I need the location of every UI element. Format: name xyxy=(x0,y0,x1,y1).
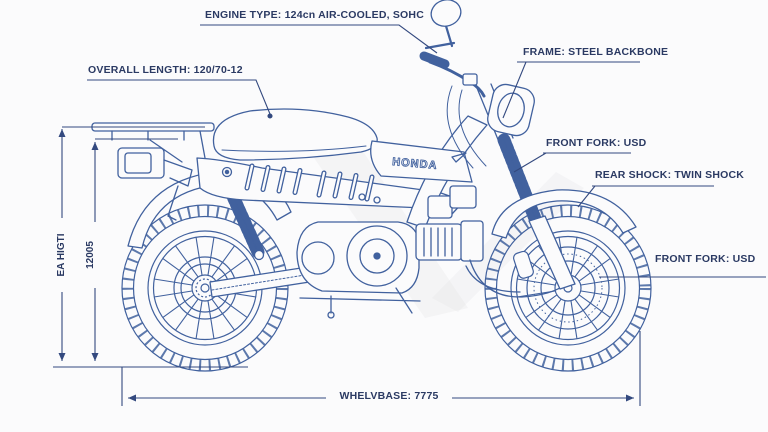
leader-overall-length xyxy=(87,79,271,115)
callout-engine-type: ENGINE TYPE: 124cn AIR-COOLED, SOHC xyxy=(205,9,424,21)
leader-engine-type xyxy=(200,24,438,54)
annotation-lines xyxy=(53,24,766,406)
dim-height-inner xyxy=(91,138,178,361)
brake-caliper xyxy=(513,250,534,279)
callout-front-fork-upper: FRONT FORK: USD xyxy=(546,137,647,149)
dim-wheelbase xyxy=(121,331,641,406)
seat xyxy=(212,108,378,161)
taillight xyxy=(117,147,193,221)
callout-frame: FRAME: STEEL BACKBONE xyxy=(523,46,669,58)
frame-side-panel xyxy=(196,157,465,215)
dim-label-height-outer: EA HIGTI xyxy=(56,233,67,277)
callout-front-fork-lower: FRONT FORK: USD xyxy=(655,253,756,265)
mirror-stalk xyxy=(444,24,454,48)
engine xyxy=(296,185,567,319)
exhaust-pipe xyxy=(469,259,567,298)
handlebar xyxy=(419,0,486,98)
brand-logo: HONDA xyxy=(392,156,438,172)
front-fender xyxy=(491,189,637,239)
front-wheel xyxy=(485,205,651,371)
dim-label-height-inner: 12005 xyxy=(85,241,96,269)
dim-height-outer xyxy=(58,126,205,361)
dim-label-wheelbase: WHELVBASE: 7775 xyxy=(339,390,439,402)
callout-overall-length: OVERALL LENGTH: 120/70-12 xyxy=(88,64,243,76)
mirror xyxy=(430,0,462,27)
callout-rear-shock: REAR SHOCK: TWIN SHOCK xyxy=(595,169,745,181)
tank-panel: HONDA xyxy=(370,140,473,183)
